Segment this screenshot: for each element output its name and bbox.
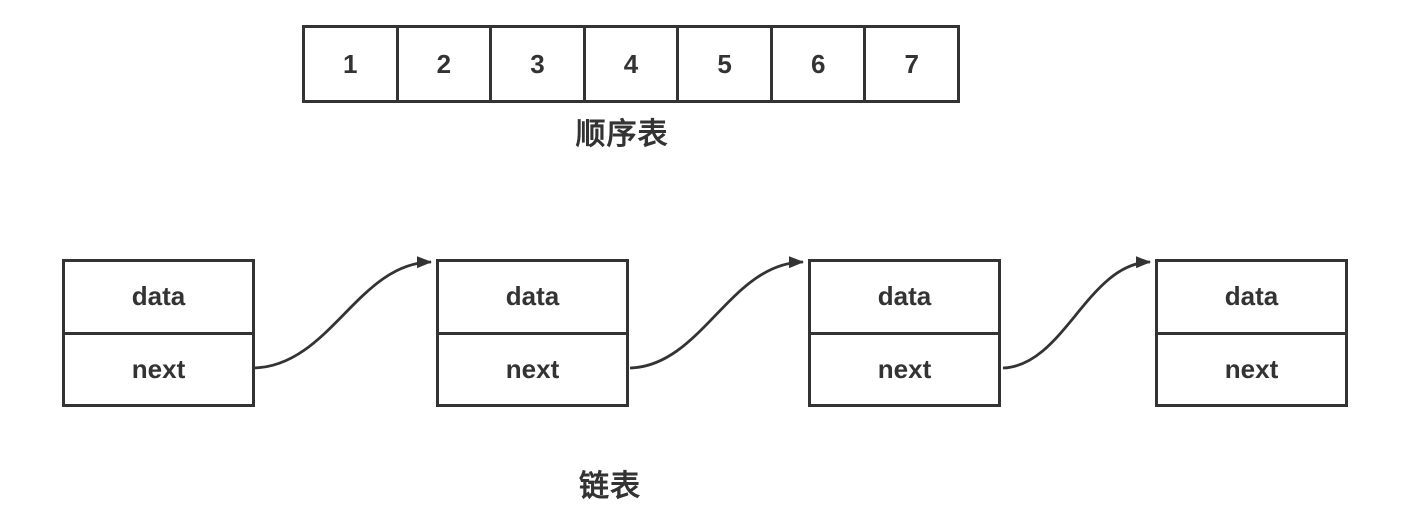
sequential-list-array: 1 2 3 4 5 6 7: [302, 25, 960, 103]
node-3-next-field: next: [877, 353, 932, 384]
array-cell-1: 1: [305, 28, 399, 100]
next-pointer-arrow-2: [629, 256, 804, 370]
node-2-next-field: next: [505, 353, 560, 384]
next-pointer-arrow-1: [253, 256, 432, 370]
sequential-list-label: 顺序表: [575, 118, 669, 151]
node-4-next-field: next: [1224, 353, 1279, 384]
next-pointer-arrow-3: [1002, 256, 1151, 370]
array-cell-7: 7: [904, 48, 919, 79]
linked-list-node-3: data next: [808, 259, 1001, 407]
node-1-next-field: next: [131, 353, 186, 384]
linked-list-node-2: data next: [436, 259, 629, 407]
linked-list-node-4: data next: [1155, 259, 1348, 407]
node-2-data-field: data: [439, 262, 626, 335]
node-4-data-field: data: [1158, 262, 1345, 335]
array-cell-6: 6: [773, 28, 867, 100]
linked-list-node-1: data next: [62, 259, 255, 407]
linked-list-label: 链表: [579, 470, 641, 503]
array-cell-4: 4: [586, 28, 680, 100]
array-cell-3: 3: [492, 28, 586, 100]
array-cell-5: 5: [679, 28, 773, 100]
array-cell-2: 2: [399, 28, 493, 100]
node-1-data-field: data: [65, 262, 252, 335]
node-3-data-field: data: [811, 262, 998, 335]
